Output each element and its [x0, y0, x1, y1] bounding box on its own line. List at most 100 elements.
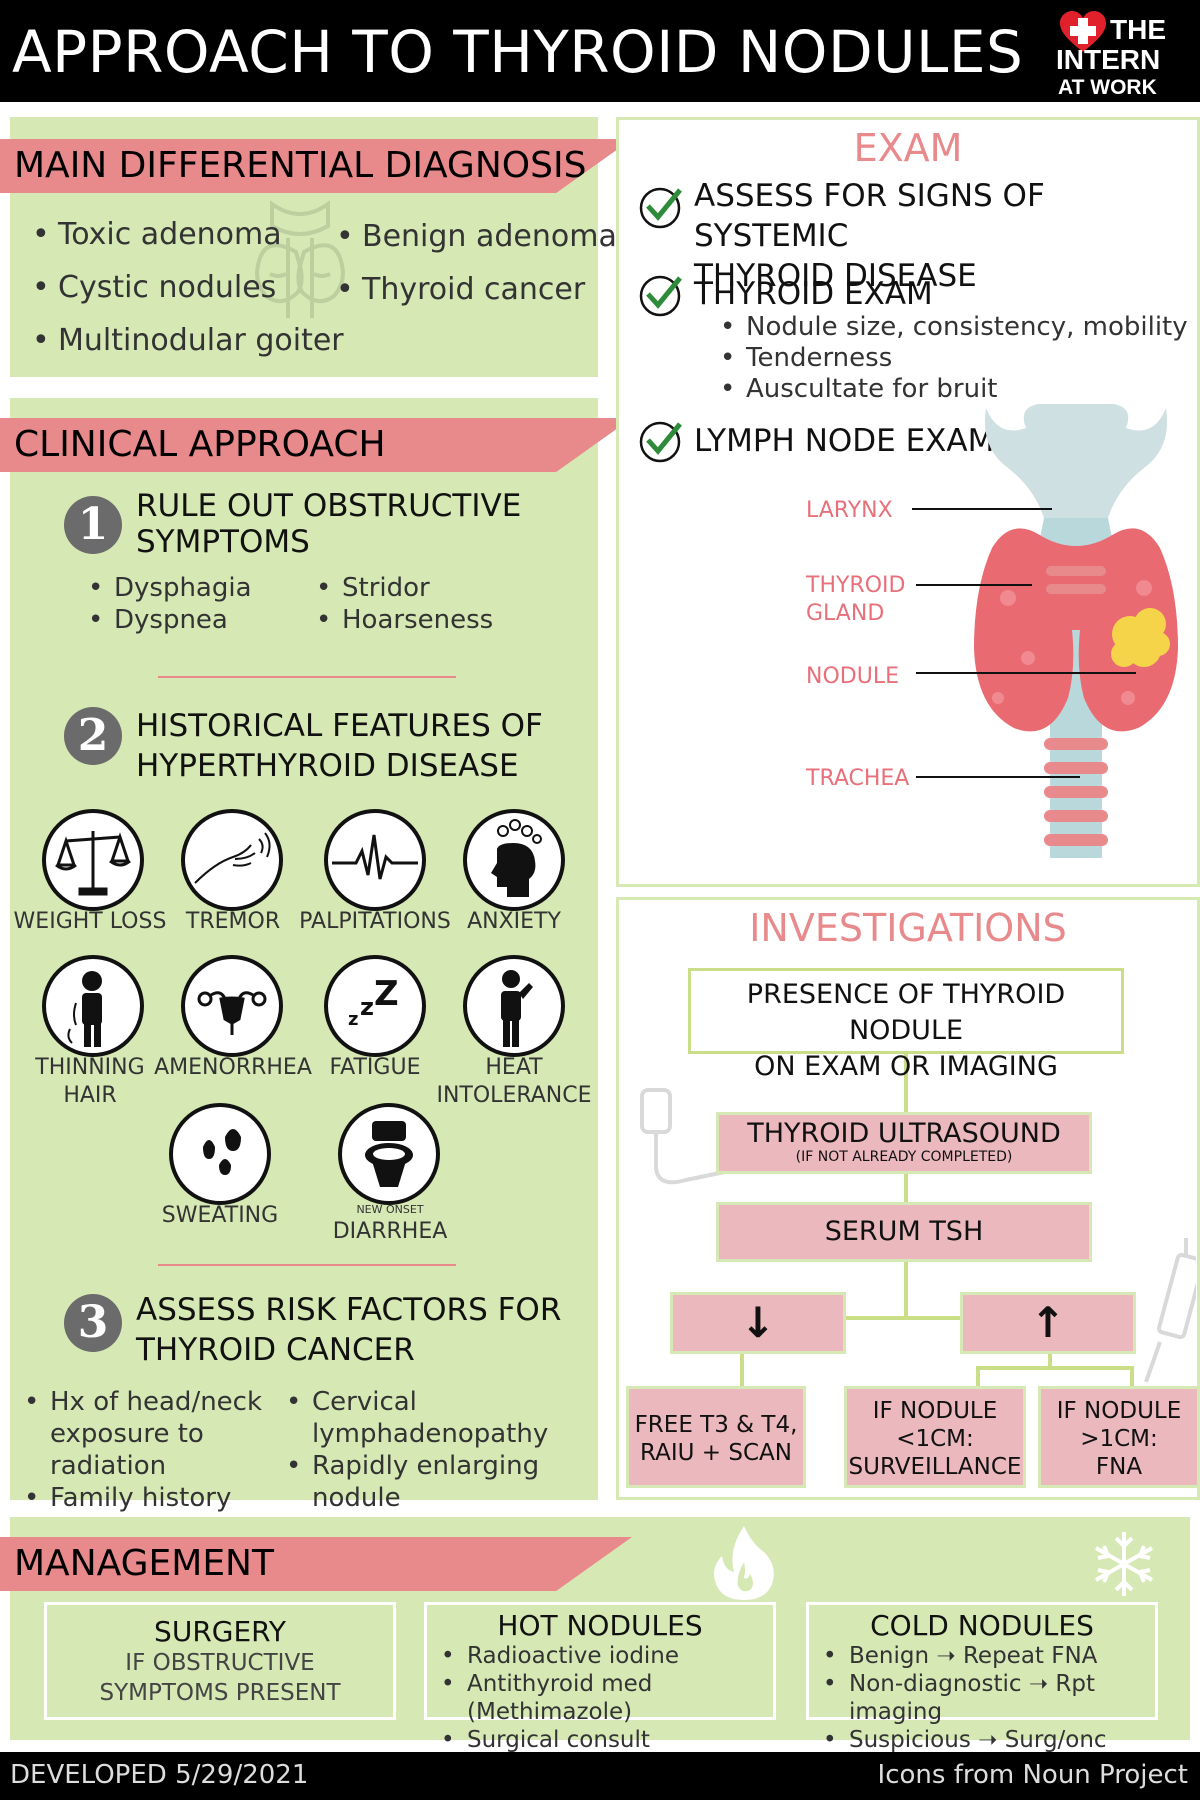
anxiety-head-icon: [463, 809, 565, 911]
leader-line-thyroid: [916, 584, 1032, 586]
footer-developed: DEVELOPED 5/29/2021: [10, 1760, 309, 1790]
heart-cross-icon: [1060, 11, 1106, 52]
differential-list-right: Benign adenoma Thyroid cancer: [334, 210, 617, 316]
flow-box-line: <1CM:: [896, 1426, 974, 1452]
syringe-icon: [1144, 1238, 1196, 1383]
flow-connector: [904, 1258, 908, 1318]
thyroid-exam-list: Nodule size, consistency, mobility Tende…: [718, 312, 1188, 405]
flow-box-line: SURVEILLANCE: [848, 1454, 1022, 1480]
surgery-line: IF OBSTRUCTIVE: [125, 1650, 315, 1676]
list-item: Radioactive iodine: [439, 1642, 773, 1670]
management-surgery-box: SURGERY IF OBSTRUCTIVE SYMPTOMS PRESENT: [44, 1602, 396, 1720]
icon-label-amenorrhea: AMENORRHEA: [154, 1055, 312, 1080]
label-thyroid-gland: THYROID GLAND: [806, 572, 905, 628]
exam-item-systemic: ASSESS FOR SIGNS OF SYSTEMIC THYROID DIS…: [694, 176, 1200, 296]
list-item: Dysphagia: [86, 572, 252, 604]
list-item: Nodule size, consistency, mobility: [718, 312, 1188, 343]
list-item: Cystic nodules: [30, 261, 344, 314]
logo-text-the: THE: [1110, 14, 1166, 45]
header-bar: [0, 0, 1200, 102]
flow-box-ultrasound: THYROID ULTRASOUND (IF NOT ALREADY COMPL…: [716, 1112, 1092, 1174]
step2-title-line2: HYPERTHYROID DISEASE: [136, 748, 519, 784]
step1-title: RULE OUT OBSTRUCTIVE SYMPTOMS: [136, 488, 521, 560]
checkmark-icon: [639, 275, 682, 317]
flow-connector: [904, 1172, 908, 1204]
icon-label-line: INTOLERANCE: [436, 1083, 592, 1108]
fatigue-zzz-icon: z z Z: [324, 955, 426, 1057]
exam-item-lymph: LYMPH NODE EXAM: [694, 423, 995, 459]
step3-title-line1: ASSESS RISK FACTORS FOR: [136, 1292, 562, 1328]
icon-label-line: HAIR: [63, 1083, 117, 1108]
step3-list-left: Hx of head/neck exposure to radiation Fa…: [22, 1386, 292, 1514]
tsh-low-box: ↓: [670, 1292, 846, 1354]
ultrasound-note: (IF NOT ALREADY COMPLETED): [795, 1149, 1013, 1165]
step-number-1: 1: [64, 496, 122, 554]
step-divider: [158, 676, 456, 678]
step-divider: [158, 1264, 456, 1266]
icon-label-line: HEAT: [485, 1055, 543, 1080]
list-item: Thyroid cancer: [334, 263, 617, 316]
list-item: Non-diagnostic ➝ Rpt imaging: [821, 1670, 1155, 1726]
tsh-high-box: ↑: [960, 1292, 1136, 1354]
list-item: Surgical consult: [439, 1726, 773, 1754]
management-hot-box: HOT NODULES Radioactive iodine Antithyro…: [424, 1602, 776, 1754]
svg-text:z: z: [360, 993, 374, 1021]
leader-line-trachea: [916, 776, 1080, 778]
list-item: Benign adenoma: [334, 210, 617, 263]
exam-item-thyroid: THYROID EXAM: [694, 276, 933, 312]
flow-connector: [1130, 1366, 1134, 1390]
label-line: THYROID: [806, 573, 906, 598]
flow-box-free-t3-t4: FREE T3 & T4, RAIU + SCAN: [626, 1386, 806, 1488]
icon-label-sweating: SWEATING: [161, 1203, 279, 1228]
tremor-hand-icon: [181, 809, 283, 911]
management-heading: MANAGEMENT: [0, 1537, 632, 1591]
svg-text:Z: Z: [374, 974, 399, 1014]
list-item: Family history: [22, 1482, 292, 1514]
sweat-drops-icon: [169, 1103, 271, 1205]
step3-title: ASSESS RISK FACTORS FOR THYROID CANCER: [136, 1290, 561, 1370]
flow-box-serum-tsh: SERUM TSH: [716, 1202, 1092, 1262]
flow-box-line: IF NODULE: [872, 1398, 998, 1424]
exam-item-line: ASSESS FOR SIGNS OF SYSTEMIC: [694, 178, 1045, 254]
label-nodule: NODULE: [806, 664, 899, 689]
flow-connector: [904, 1054, 908, 1116]
list-item: Stridor: [314, 572, 493, 604]
list-item: Auscultate for bruit: [718, 374, 1188, 405]
weight-loss-icon: [42, 809, 144, 911]
footer-credit: Icons from Noun Project: [877, 1760, 1188, 1790]
investigations-heading: INVESTIGATIONS: [749, 906, 1067, 950]
hot-nodules-title: HOT NODULES: [497, 1609, 703, 1642]
step2-title: HISTORICAL FEATURES OF HYPERTHYROID DISE…: [136, 706, 543, 786]
flow-box-nodule-large: IF NODULE >1CM: FNA: [1038, 1386, 1200, 1488]
list-item: Hoarseness: [314, 604, 493, 636]
list-item: Multinodular goiter: [30, 314, 344, 367]
flow-box-line: FNA: [1095, 1454, 1143, 1480]
icon-label-heat-intolerance: HEAT INTOLERANCE: [434, 1054, 594, 1110]
leader-line-nodule: [916, 672, 1136, 674]
surgery-title: SURGERY: [154, 1615, 286, 1648]
label-line: GLAND: [806, 601, 885, 626]
icon-label-line: THINNING: [35, 1055, 145, 1080]
leader-line-larynx: [912, 508, 1052, 510]
management-cold-box: COLD NODULES Benign ➝ Repeat FNA Non-dia…: [806, 1602, 1158, 1781]
icon-label-new-onset: NEW ONSET: [356, 1203, 424, 1216]
logo-text-intern: INTERN: [1056, 44, 1161, 75]
icon-label-anxiety: ANXIETY: [467, 909, 561, 934]
step1-title-line2: SYMPTOMS: [136, 524, 310, 560]
list-item: Benign ➝ Repeat FNA: [821, 1642, 1155, 1670]
flow-connector: [740, 1350, 744, 1390]
heat-intolerance-icon: [463, 955, 565, 1057]
checkmark-icon: [639, 421, 682, 463]
exam-item-line: THYROID DISEASE: [694, 258, 977, 294]
uterus-icon: [181, 955, 283, 1057]
list-item: Hx of head/neck exposure to radiation: [22, 1386, 292, 1482]
exam-heading: EXAM: [853, 126, 963, 170]
step-number-2: 2: [64, 707, 122, 765]
icon-label-tremor: TREMOR: [185, 909, 281, 934]
thyroid-anatomy-illustration: [974, 404, 1178, 858]
ultrasound-label: THYROID ULTRASOUND: [747, 1118, 1061, 1149]
svg-text:z: z: [348, 1009, 358, 1030]
ultrasound-probe-icon: [640, 1088, 745, 1185]
differential-list-left: Toxic adenoma Cystic nodules Multinodula…: [30, 208, 344, 367]
page-title: APPROACH TO THYROID NODULES: [12, 18, 1024, 86]
